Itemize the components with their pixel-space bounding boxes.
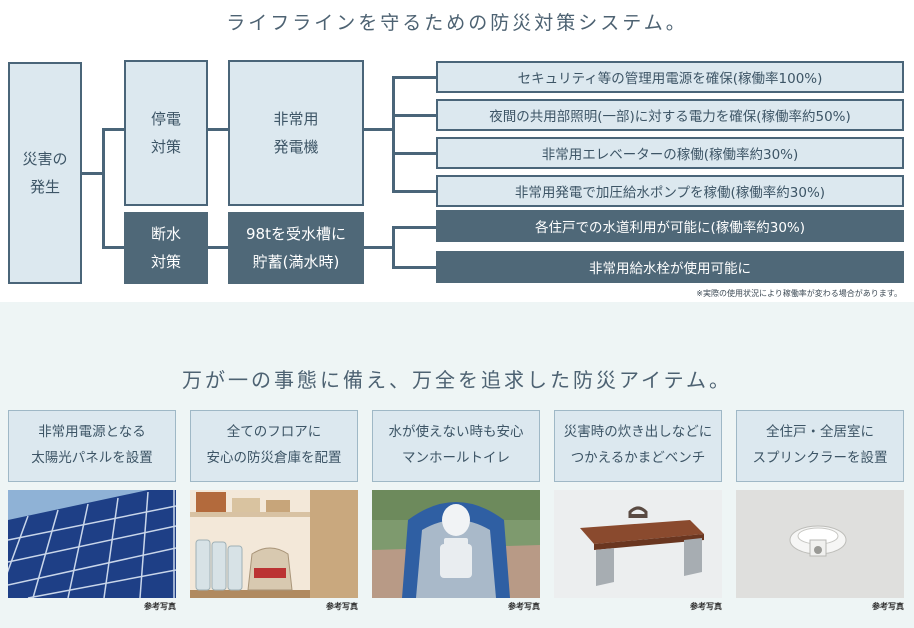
connector: [102, 246, 124, 249]
connector: [102, 128, 105, 248]
result-security-power: セキュリティ等の管理用電源を確保(稼働率100%): [436, 61, 904, 93]
water-outage-box: 断水対策: [124, 212, 208, 284]
photo-caption: 参考写真: [326, 602, 358, 611]
connector: [392, 114, 436, 117]
item-label: 全住戸・全居室に スプリンクラーを設置: [736, 410, 904, 482]
connector: [208, 246, 228, 249]
item-storage: 全てのフロアに 安心の防災倉庫を配置 参考写真: [190, 410, 358, 612]
item-label-line1: 全てのフロアに: [226, 424, 322, 441]
power-outage-box: 停電対策: [124, 60, 208, 206]
water-tank-box: 98tを受水槽に貯蓄(満水時): [228, 212, 364, 284]
result-elevator: 非常用エレベーターの稼働(稼働率約30%): [436, 137, 904, 169]
connector: [392, 226, 395, 268]
sprinkler-photo: [736, 490, 904, 598]
connector: [392, 76, 436, 79]
photo-caption: 参考写真: [508, 602, 540, 611]
water-label-line2: 対策: [150, 253, 181, 271]
bench-photo: [554, 490, 722, 598]
item-kamado-bench: 災害時の炊き出しなどに つかえるかまどベンチ 参考写真: [554, 410, 722, 612]
item-label: 災害時の炊き出しなどに つかえるかまどベンチ: [554, 410, 722, 482]
connector: [392, 266, 436, 269]
root-box: 災害の発生: [8, 62, 82, 284]
root-line1: 災害の: [22, 149, 68, 168]
storage-photo: [190, 490, 358, 598]
item-label-line2: マンホールトイレ: [402, 450, 510, 466]
connector: [392, 226, 436, 229]
solar-panel-photo: [8, 490, 176, 598]
generator-box: 非常用発電機: [228, 60, 364, 206]
item-label-line2: 太陽光パネルを設置: [31, 450, 153, 466]
item-label: 全てのフロアに 安心の防災倉庫を配置: [190, 410, 358, 482]
connector: [364, 246, 394, 249]
page-title: ライフラインを守るための防災対策システム。: [226, 12, 688, 34]
result-pump: 非常用発電で加圧給水ポンプを稼働(稼働率約30%): [436, 175, 904, 207]
power-label-line2: 対策: [150, 138, 181, 156]
item-label-line1: 水が使えない時も安心: [388, 424, 524, 441]
connector: [102, 128, 124, 131]
generator-line2: 発電機: [273, 138, 319, 156]
power-label-line1: 停電: [150, 109, 181, 128]
connector: [392, 152, 436, 155]
item-sprinkler: 全住戸・全居室に スプリンクラーを設置 参考写真: [736, 410, 904, 612]
water-label-line1: 断水: [150, 224, 181, 243]
result-hydrant: 非常用給水栓が使用可能に: [436, 251, 904, 283]
item-label-line1: 全住戸・全居室に: [766, 424, 874, 441]
item-manhole-toilet: 水が使えない時も安心 マンホールトイレ 参考写真: [372, 410, 540, 612]
section-title: 万が一の事態に備え、万全を追求した防災アイテム。: [182, 368, 732, 392]
generator-line1: 非常用: [273, 109, 319, 128]
photo-caption: 参考写真: [690, 602, 722, 611]
toilet-photo: [372, 490, 540, 598]
connector: [392, 76, 395, 192]
connector: [208, 128, 228, 131]
item-label-line1: 災害時の炊き出しなどに: [563, 424, 713, 441]
tank-line2: 貯蓄(満水時): [252, 253, 340, 271]
item-label-line1: 非常用電源となる: [38, 424, 146, 441]
result-night-lighting: 夜間の共用部照明(一部)に対する電力を確保(稼働率約50%): [436, 99, 904, 131]
tank-line1: 98tを受水槽に: [246, 224, 346, 243]
root-line2: 発生: [29, 178, 60, 196]
connector: [392, 190, 436, 193]
result-water-use: 各住戸での水道利用が可能に(稼働率約30%): [436, 210, 904, 242]
item-label: 非常用電源となる 太陽光パネルを設置: [8, 410, 176, 482]
item-label-line2: つかえるかまどベンチ: [570, 450, 706, 466]
connector: [82, 172, 104, 175]
connector: [364, 128, 394, 131]
photo-caption: 参考写真: [144, 602, 176, 611]
photo-caption: 参考写真: [872, 602, 904, 611]
item-solar-panel: 非常用電源となる 太陽光パネルを設置 参考写真: [8, 410, 176, 612]
item-label: 水が使えない時も安心 マンホールトイレ: [372, 410, 540, 482]
footnote: ※実際の使用状況により稼働率が変わる場合があります。: [696, 289, 902, 298]
item-label-line2: スプリンクラーを設置: [752, 450, 888, 466]
item-label-line2: 安心の防災倉庫を配置: [206, 450, 342, 466]
